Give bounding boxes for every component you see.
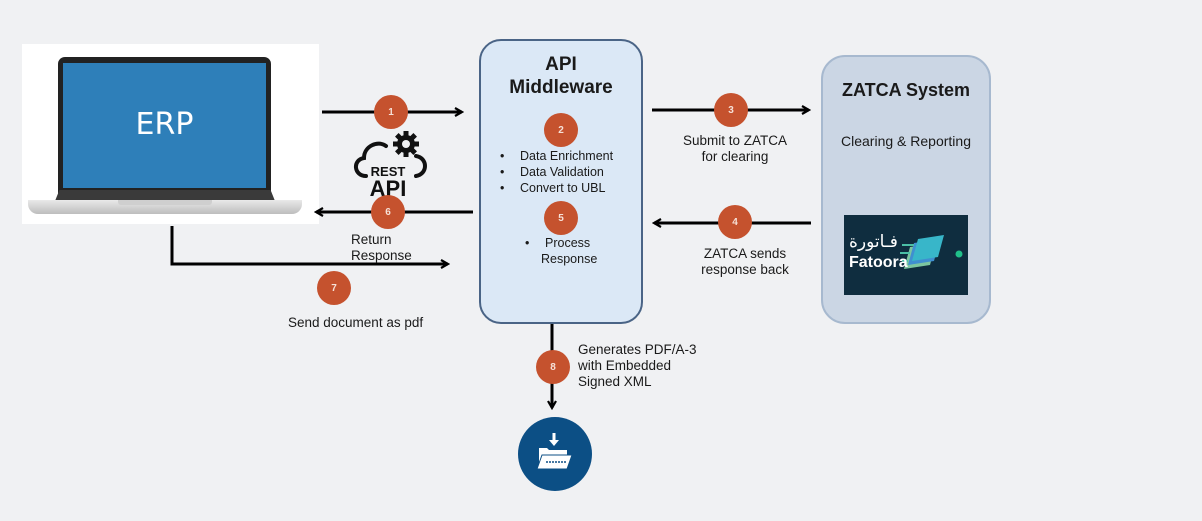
bullet-item: •Data Enrichment xyxy=(500,149,614,163)
fatoora-arabic: فـاتورة xyxy=(849,232,898,252)
zatca-subtitle: Clearing & Reporting xyxy=(841,133,971,149)
step4-label-line1: ZATCA sends xyxy=(703,246,787,261)
step3-label-line2: for clearing xyxy=(701,149,769,164)
step3-label-line1: Submit to ZATCA xyxy=(682,133,788,148)
step-badge-5: 5 xyxy=(544,201,578,235)
step4-label: ZATCA sends response back xyxy=(680,246,810,278)
middleware-title-line2: Middleware xyxy=(509,77,613,98)
step6-label-line1: Return xyxy=(351,232,392,247)
step8-label: Generates PDF/A-3 with Embedded Signed X… xyxy=(578,342,697,390)
bullet-item: •Convert to UBL xyxy=(500,181,606,195)
pdf-download-circle xyxy=(518,417,592,491)
step-badge-4: 4 xyxy=(718,205,752,239)
step4-label-line2: response back xyxy=(701,262,789,277)
laptop-base xyxy=(28,200,302,214)
zatca-title: ZATCA System xyxy=(841,80,971,100)
folder-download-icon xyxy=(536,433,573,470)
laptop-trackpad xyxy=(118,200,212,205)
step5-bullet-list: •Process Response xyxy=(525,235,597,267)
erp-screen: ERP xyxy=(63,63,266,188)
cloud-gear-icon: REST API xyxy=(354,131,427,198)
api-text: API xyxy=(370,176,407,198)
step8-label-line2: with Embedded xyxy=(578,358,672,373)
step7-label: Send document as pdf xyxy=(288,315,424,330)
step6-label: Return Response xyxy=(351,232,412,264)
step-badge-8: 8 xyxy=(536,350,570,384)
bullet-item: •Data Validation xyxy=(500,165,604,179)
step8-label-line1: Generates PDF/A-3 xyxy=(578,342,697,357)
step-badge-1: 1 xyxy=(374,95,408,129)
fatoora-english: Fatoora xyxy=(849,254,908,271)
fatoora-layers-icon xyxy=(900,235,963,269)
rest-text: REST xyxy=(371,164,406,179)
laptop-keyboard xyxy=(55,190,275,201)
erp-label: ERP xyxy=(135,107,194,142)
step3-label: Submit to ZATCA for clearing xyxy=(670,133,800,165)
middleware-title-line1: API xyxy=(545,54,577,75)
step8-label-line3: Signed XML xyxy=(578,374,652,389)
bullet-item: Response xyxy=(541,252,598,266)
bullet-item: •Process xyxy=(525,236,591,250)
arrow-step7 xyxy=(170,226,448,264)
step6-label-line2: Response xyxy=(351,248,412,263)
step-badge-3: 3 xyxy=(714,93,748,127)
step-badge-6: 6 xyxy=(371,195,405,229)
api-middleware-box xyxy=(479,39,643,324)
fatoora-logo xyxy=(844,215,968,295)
middleware-title: API Middleware xyxy=(479,53,643,99)
step-badge-7: 7 xyxy=(317,271,351,305)
step2-bullet-list: •Data Enrichment •Data Validation •Conve… xyxy=(500,148,613,196)
step-badge-2: 2 xyxy=(544,113,578,147)
